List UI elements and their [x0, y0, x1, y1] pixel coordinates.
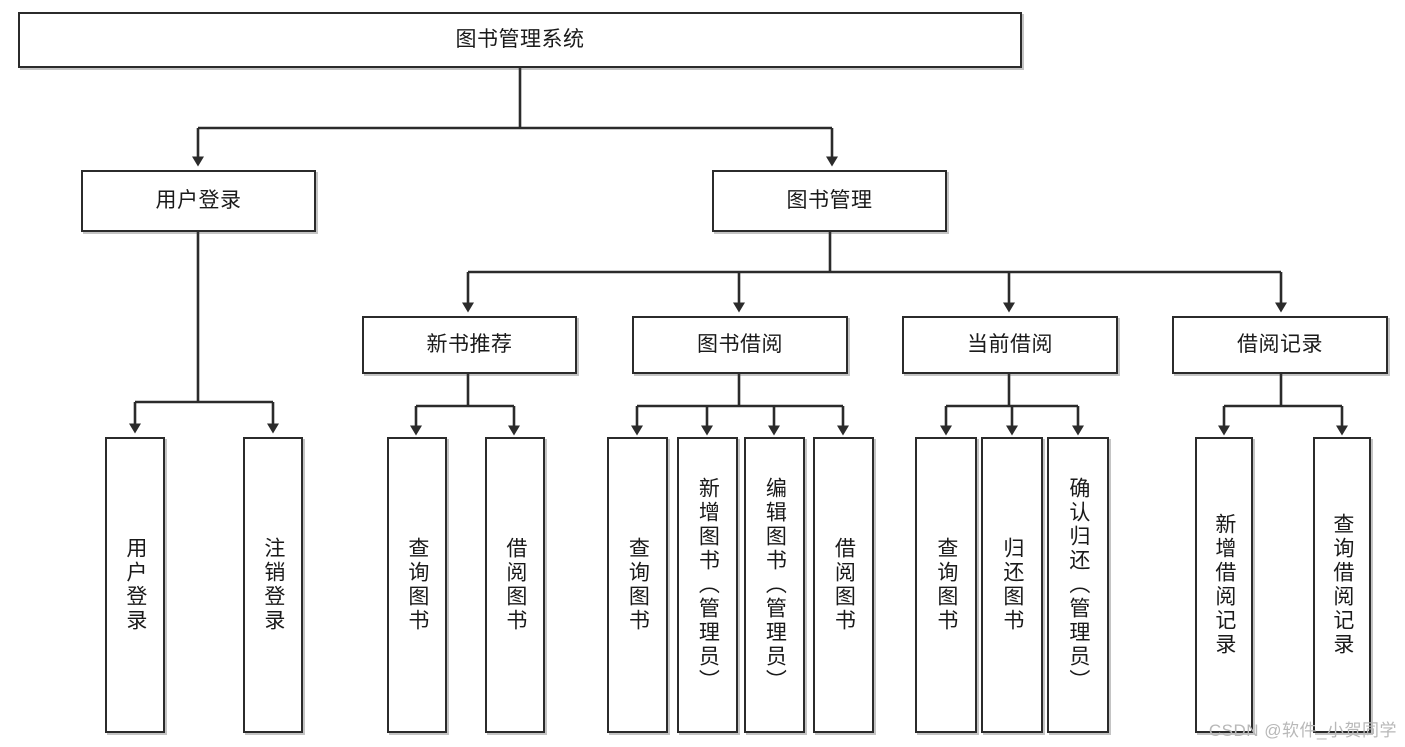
node-leaf-add-record-label: 新增借阅记录 — [1212, 513, 1236, 657]
node-current-borrow[interactable]: 当前借阅 — [902, 316, 1118, 374]
node-leaf-return-book[interactable]: 归还图书 — [981, 437, 1043, 733]
node-leaf-edit-book-label: 编辑图书（管理员） — [763, 477, 787, 693]
node-leaf-borrow-book-rec[interactable]: 借阅图书 — [485, 437, 545, 733]
node-leaf-add-record[interactable]: 新增借阅记录 — [1195, 437, 1253, 733]
node-leaf-user-logout-label: 注销登录 — [261, 537, 285, 633]
node-book-manage-label: 图书管理 — [786, 189, 873, 213]
csdn-watermark: CSDN @软件_小贺同学 — [1208, 721, 1397, 740]
node-leaf-borrow-book-rec-label: 借阅图书 — [503, 537, 527, 633]
node-borrow-record[interactable]: 借阅记录 — [1172, 316, 1388, 374]
node-root[interactable]: 图书管理系统 — [18, 12, 1022, 68]
node-leaf-query-book-rec-label: 查询图书 — [405, 537, 429, 633]
node-leaf-borrow-book-label: 借阅图书 — [832, 537, 856, 633]
node-leaf-add-book[interactable]: 新增图书（管理员） — [677, 437, 738, 733]
node-leaf-add-book-label: 新增图书（管理员） — [696, 477, 720, 693]
node-leaf-user-logout[interactable]: 注销登录 — [243, 437, 303, 733]
node-leaf-confirm-return[interactable]: 确认归还（管理员） — [1047, 437, 1109, 733]
node-leaf-query-book-rec[interactable]: 查询图书 — [387, 437, 447, 733]
node-book-borrow[interactable]: 图书借阅 — [632, 316, 848, 374]
node-new-book-recommend-label: 新书推荐 — [426, 333, 513, 357]
node-leaf-edit-book[interactable]: 编辑图书（管理员） — [744, 437, 805, 733]
node-leaf-query-book-borrow-label: 查询图书 — [626, 537, 650, 633]
node-current-borrow-label: 当前借阅 — [967, 333, 1053, 357]
node-leaf-borrow-book[interactable]: 借阅图书 — [813, 437, 874, 733]
node-book-borrow-label: 图书借阅 — [697, 333, 783, 357]
node-leaf-user-login[interactable]: 用户登录 — [105, 437, 165, 733]
node-book-manage[interactable]: 图书管理 — [712, 170, 947, 232]
node-leaf-query-record[interactable]: 查询借阅记录 — [1313, 437, 1371, 733]
node-user-login-label: 用户登录 — [155, 189, 242, 213]
node-leaf-user-login-label: 用户登录 — [123, 537, 147, 633]
node-leaf-query-book-cur[interactable]: 查询图书 — [915, 437, 977, 733]
node-leaf-return-book-label: 归还图书 — [1000, 537, 1024, 633]
node-leaf-query-book-borrow[interactable]: 查询图书 — [607, 437, 668, 733]
node-leaf-query-record-label: 查询借阅记录 — [1330, 513, 1354, 657]
node-user-login[interactable]: 用户登录 — [81, 170, 316, 232]
node-leaf-query-book-cur-label: 查询图书 — [934, 537, 958, 633]
node-root-label: 图书管理系统 — [455, 28, 585, 52]
node-borrow-record-label: 借阅记录 — [1237, 333, 1323, 357]
node-new-book-recommend[interactable]: 新书推荐 — [362, 316, 577, 374]
node-leaf-confirm-return-label: 确认归还（管理员） — [1066, 477, 1090, 693]
